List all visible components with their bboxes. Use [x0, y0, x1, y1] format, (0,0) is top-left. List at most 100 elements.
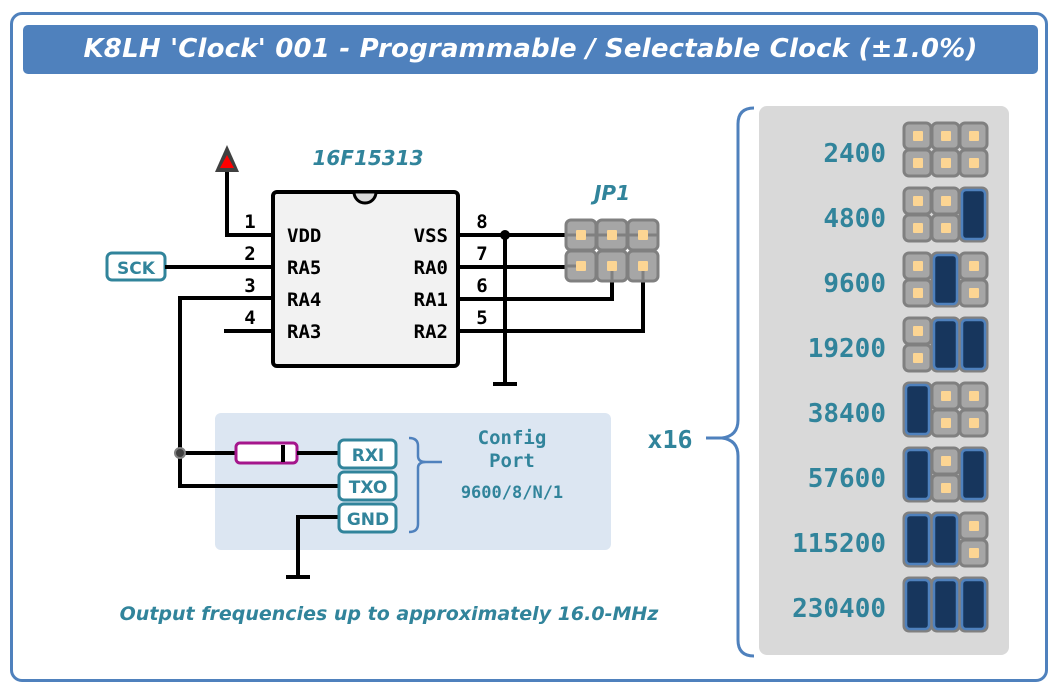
brace-x16 — [721, 106, 755, 658]
pin-num-5: 5 — [476, 307, 487, 329]
jumper-pin — [941, 196, 951, 206]
jumper-pin — [941, 131, 951, 141]
pin-name-ra4: RA4 — [287, 289, 321, 311]
baud-row: 57600 — [808, 446, 989, 503]
baud-rate-label: 4800 — [823, 204, 886, 234]
jumper-pin — [913, 196, 923, 206]
baud-table: 2400 4800 9600 19200 38400 57600 115200 230400 — [792, 121, 989, 633]
baud-rate-label: 19200 — [808, 334, 886, 364]
jumper-shunt — [960, 578, 987, 631]
baud-rate-label: 9600 — [823, 269, 886, 299]
jp1-pin — [638, 261, 648, 271]
jumper-shunt — [904, 578, 931, 631]
jumper-pin — [941, 158, 951, 168]
pin-name-ra2: RA2 — [414, 321, 448, 343]
title-bar — [23, 25, 1038, 74]
pin5-wire — [458, 280, 645, 333]
config-title-line2: Port — [489, 450, 535, 472]
jumper-pin — [941, 391, 951, 401]
jp1-pin — [607, 261, 617, 271]
jumper-shunt — [960, 188, 987, 241]
multiplier-label: x16 — [647, 425, 692, 454]
jp1-pin — [576, 261, 586, 271]
jumper-pin — [969, 418, 979, 428]
pin6-wire — [458, 280, 614, 301]
jumper-pin — [941, 223, 951, 233]
chip-part-number: 16F15313 — [312, 146, 423, 170]
jumper-pin — [941, 418, 951, 428]
jumper-config — [902, 251, 989, 308]
jumper-pin — [941, 456, 951, 466]
baud-rate-label: 230400 — [792, 594, 886, 624]
jumper-config — [902, 381, 989, 438]
vss-junction — [500, 230, 510, 240]
jumper-pin — [969, 548, 979, 558]
pin-num-1: 1 — [244, 211, 255, 233]
jumper-pin — [941, 483, 951, 493]
pin-name-ra5: RA5 — [287, 257, 321, 279]
jumper-pin — [969, 288, 979, 298]
chip-notch — [352, 190, 378, 205]
jumper-config — [902, 511, 989, 568]
jumper-shunt — [904, 383, 931, 436]
jumper-shunt — [932, 513, 959, 566]
diode-resistor — [234, 441, 299, 465]
jumper-shunt — [932, 578, 959, 631]
pin-name-vdd: VDD — [287, 225, 321, 247]
jp1-header[interactable] — [564, 218, 660, 283]
jumper-config — [902, 576, 989, 633]
jumper-config — [902, 186, 989, 243]
rx-junction — [174, 447, 186, 459]
jp1-pin — [607, 230, 617, 240]
baud-row: 4800 — [823, 186, 989, 243]
config-pin-gnd-label: GND — [347, 510, 389, 530]
jumper-shunt — [904, 448, 931, 501]
baud-rate-label: 115200 — [792, 529, 886, 559]
pin-num-3: 3 — [244, 275, 255, 297]
config-pin-txo-label: TXO — [349, 478, 388, 498]
baud-row: 230400 — [792, 576, 989, 633]
pin-num-2: 2 — [244, 243, 255, 265]
jumper-pin — [913, 353, 923, 363]
baud-row: 115200 — [792, 511, 989, 568]
jumper-shunt — [932, 253, 959, 306]
jumper-shunt — [904, 513, 931, 566]
jumper-pin — [913, 131, 923, 141]
pin3-wire — [178, 296, 340, 488]
pin-name-ra0: RA0 — [414, 257, 448, 279]
vdd-arrow-fill — [220, 155, 234, 168]
jumper-pin — [969, 391, 979, 401]
jumper-pin — [913, 158, 923, 168]
baud-row: 19200 — [808, 316, 989, 373]
footer-note: Output frequencies up to approximately 1… — [120, 603, 660, 625]
config-pin-rxi: RXI — [337, 438, 398, 470]
page-title: K8LH 'Clock' 001 - Programmable / Select… — [83, 34, 978, 64]
config-pin-rxi-label: RXI — [352, 446, 385, 466]
jumper-pin — [913, 326, 923, 336]
pin-num-8: 8 — [476, 211, 487, 233]
baud-rate-label: 2400 — [823, 139, 886, 169]
jumper-pin — [969, 521, 979, 531]
baud-rate-label: 38400 — [808, 399, 886, 429]
jumper-pin — [969, 158, 979, 168]
baud-row: 2400 — [823, 121, 989, 178]
jumper-shunt — [932, 318, 959, 371]
jp1-pin — [576, 230, 586, 240]
baud-rate-label: 57600 — [808, 464, 886, 494]
baud-row: 38400 — [808, 381, 989, 438]
baud-row: 9600 — [823, 251, 989, 308]
pin-name-ra1: RA1 — [414, 289, 448, 311]
pin-name-vss: VSS — [414, 225, 448, 247]
jumper-pin — [913, 261, 923, 271]
pin-num-4: 4 — [244, 307, 255, 329]
config-settings: 9600/8/N/1 — [461, 483, 563, 503]
jumper-shunt — [960, 318, 987, 371]
jumper-label: JP1 — [590, 181, 630, 205]
sck-label: SCK — [117, 259, 156, 279]
jumper-pin — [969, 261, 979, 271]
jumper-pin — [913, 223, 923, 233]
config-pin-txo: TXO — [337, 470, 398, 502]
pin-name-ra3: RA3 — [287, 321, 321, 343]
jumper-config — [902, 446, 989, 503]
